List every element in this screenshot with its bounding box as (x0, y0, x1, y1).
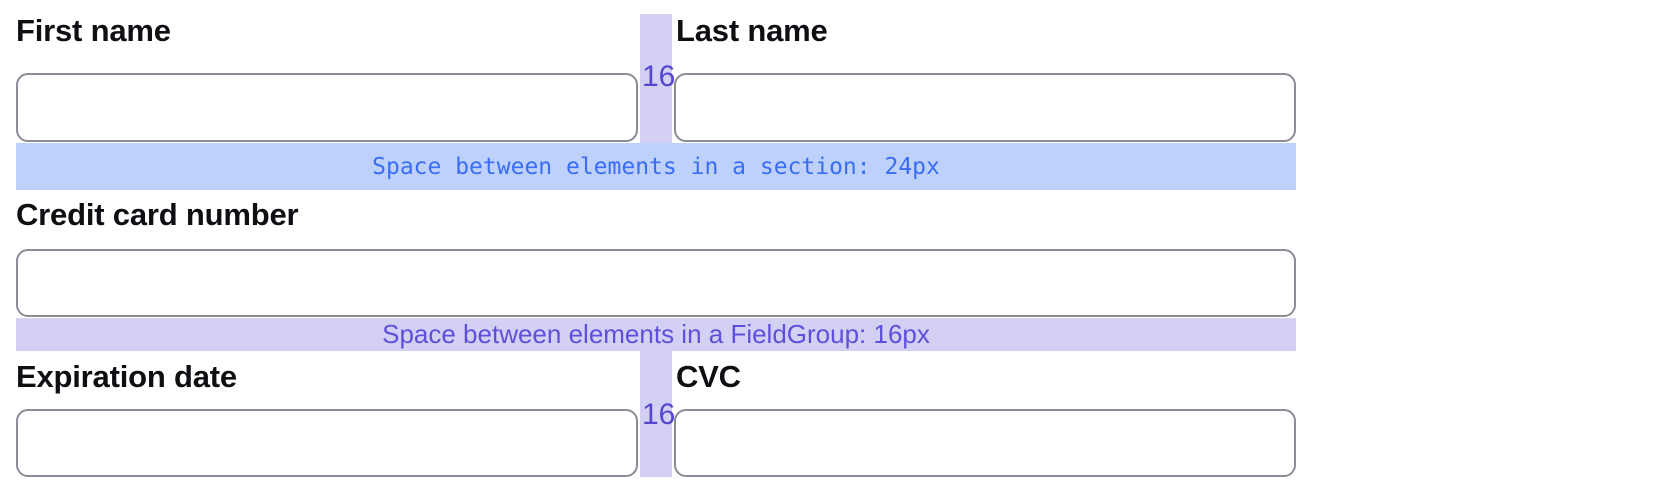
column-gap-highlight-bottom (640, 351, 672, 477)
section-spacing-band: Space between elements in a section: 24p… (16, 143, 1296, 190)
cvc-label: CVC (676, 359, 741, 394)
cvc-input[interactable] (674, 409, 1296, 477)
last-name-label: Last name (676, 13, 828, 48)
first-name-label: First name (16, 13, 171, 48)
section-spacing-band-label: Space between elements in a section: 24p… (372, 153, 940, 180)
credit-card-number-input[interactable] (16, 249, 1296, 317)
last-name-input[interactable] (674, 73, 1296, 142)
first-name-input[interactable] (16, 73, 638, 142)
fieldgroup-spacing-band: Space between elements in a FieldGroup: … (16, 318, 1296, 351)
expiration-date-label: Expiration date (16, 359, 237, 394)
column-gap-highlight-top (640, 14, 672, 143)
credit-card-number-label: Credit card number (16, 197, 299, 232)
column-gap-size-label-top: 16 (642, 60, 676, 93)
column-gap-size-label-bottom: 16 (642, 398, 676, 431)
fieldgroup-spacing-band-label: Space between elements in a FieldGroup: … (382, 319, 930, 349)
expiration-date-input[interactable] (16, 409, 638, 477)
